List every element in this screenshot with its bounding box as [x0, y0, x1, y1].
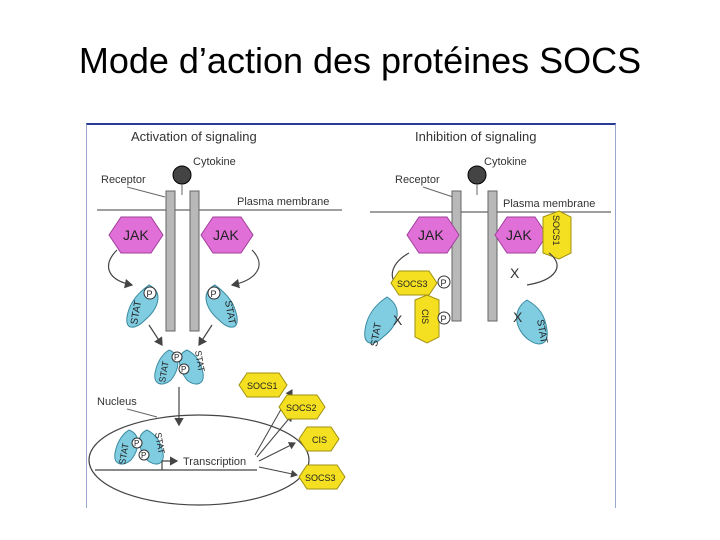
right-stat-b-label: STAT: [534, 319, 549, 345]
left-stat-b-label: STAT: [222, 300, 237, 326]
left-receptor-label: Receptor: [101, 174, 146, 186]
left-stat-a-phospho: P: [147, 289, 153, 299]
right-stat-b: [516, 299, 548, 345]
socs2-product-label: SOCS2: [286, 403, 317, 413]
socs3-product-label: SOCS3: [305, 473, 336, 483]
right-heading: Inhibition of signaling: [415, 129, 536, 144]
left-stat-b-phospho: P: [211, 289, 217, 299]
right-socs3-label: SOCS3: [397, 279, 428, 289]
socs1-product-label: SOCS1: [247, 381, 278, 391]
left-membrane-label: Plasma membrane: [237, 196, 329, 208]
left-jak-a-label: JAK: [123, 227, 149, 243]
nuclear-phospho-a: P: [134, 439, 139, 448]
left-jak-b-label: JAK: [213, 227, 239, 243]
left-dimer-phospho-a: P: [174, 353, 179, 362]
nuclear-stat-a-label: STAT: [117, 442, 131, 466]
left-receptor-chain-b: [189, 190, 200, 332]
left-receptor-chain-a: [165, 190, 176, 332]
right-membrane-label: Plasma membrane: [503, 198, 595, 210]
right-stat-a: [364, 296, 398, 344]
left-dimer-phospho-b: P: [181, 365, 186, 374]
left-stat-dimer-b: [179, 349, 204, 385]
right-receptor-chain-b: [487, 190, 498, 322]
right-panel: Inhibition of signaling Cytokine Recepto…: [364, 129, 611, 348]
nuclear-stat-b-label: STAT: [153, 432, 167, 456]
right-socs1-label: SOCS1: [551, 215, 561, 246]
nucleus-label: Nucleus: [97, 396, 137, 408]
socs-diagram: Activation of signaling Cytokine Recepto…: [86, 123, 616, 508]
cytokine-ligand: [172, 165, 192, 185]
right-cytokine-ligand: [467, 165, 487, 185]
right-jak-b-label: JAK: [506, 227, 532, 243]
right-socs3: [390, 270, 438, 296]
nucleus: [88, 414, 310, 506]
right-receptor-chain-a: [451, 190, 462, 322]
cis-product: [298, 426, 340, 452]
nuclear-phospho-b: P: [141, 451, 146, 460]
right-block-mark-c: X: [513, 309, 523, 325]
left-heading: Activation of signaling: [131, 129, 257, 144]
right-cis-phospho: P: [441, 314, 447, 324]
right-jak-b: [494, 216, 548, 254]
right-socs1: [542, 210, 572, 260]
right-stat-a-label: STAT: [369, 322, 384, 348]
right-cis: [414, 294, 440, 344]
left-jak-a: [108, 216, 164, 254]
left-cytokine-label: Cytokine: [193, 156, 236, 168]
right-cytokine-label: Cytokine: [484, 156, 527, 168]
left-jak-b: [200, 216, 254, 254]
right-jak-a: [406, 216, 460, 254]
right-block-mark-b: X: [510, 265, 520, 281]
right-jak-a-label: JAK: [418, 227, 444, 243]
right-cis-label: CIS: [420, 309, 430, 324]
left-panel: Activation of signaling Cytokine Recepto…: [88, 129, 346, 506]
right-receptor-label: Receptor: [395, 174, 440, 186]
left-stat-dimer-b-label: STAT: [193, 350, 207, 374]
socs3-product: [298, 464, 346, 490]
right-block-mark-a: X: [393, 312, 403, 328]
cis-product-label: CIS: [312, 435, 327, 445]
left-stat-dimer-a-label: STAT: [157, 360, 171, 384]
right-socs3-phospho: P: [441, 278, 447, 288]
left-stat-a-label: STAT: [129, 300, 144, 326]
slide-title: Mode d’action des protéines SOCS: [78, 40, 642, 81]
socs2-product: [278, 394, 326, 420]
socs1-product: [238, 372, 288, 398]
transcription-label: Transcription: [183, 456, 246, 468]
